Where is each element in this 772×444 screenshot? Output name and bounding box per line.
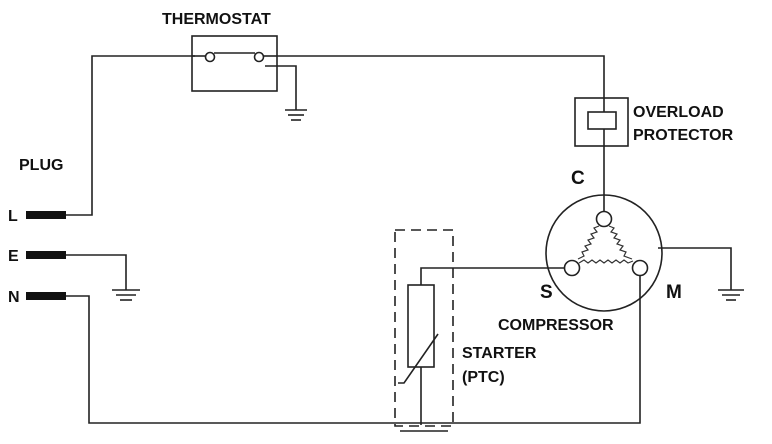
ptc-thermistor-body [407, 284, 435, 368]
thermostat-ground [265, 65, 307, 121]
label-s: S [540, 282, 553, 303]
compressor [545, 194, 663, 312]
winding-main [608, 225, 633, 260]
overload-protector-box [574, 97, 629, 147]
terminal-c [595, 210, 613, 228]
winding-start [577, 225, 600, 260]
terminal-s [563, 259, 581, 277]
label-m: M [666, 282, 682, 303]
compressor-housing [545, 194, 663, 312]
earth-ground [66, 254, 140, 301]
starter-dashed-box [394, 229, 454, 427]
wire-thermostat-to-overload [277, 55, 605, 98]
overload-protector-element [587, 111, 617, 130]
plug [26, 211, 66, 300]
starter-ptc [394, 229, 454, 427]
terminal-m [631, 259, 649, 277]
plug-pin-l [26, 211, 66, 219]
label-thermostat: THERMOSTAT [162, 11, 271, 28]
label-e: E [8, 248, 19, 265]
thermostat-contact-right [253, 51, 265, 63]
wire-live [66, 55, 195, 216]
label-n: N [8, 289, 20, 306]
label-plug: PLUG [19, 157, 63, 174]
thermostat-box [191, 35, 278, 92]
plug-pin-n [26, 292, 66, 300]
ptc-thermistor-arrow [398, 333, 439, 384]
label-overload-1: OVERLOAD [633, 104, 724, 121]
wire-s-to-starter [420, 267, 564, 285]
plug-pin-e [26, 251, 66, 259]
label-l: L [8, 208, 18, 225]
thermostat [191, 35, 278, 92]
label-starter-1: STARTER [462, 345, 537, 362]
compressor-ground [658, 247, 744, 301]
label-overload-2: PROTECTOR [633, 127, 734, 144]
label-c: C [571, 168, 585, 189]
thermostat-contact-left [204, 51, 216, 63]
label-starter-2: (PTC) [462, 369, 505, 386]
overload-protector [574, 97, 629, 147]
label-compressor: COMPRESSOR [498, 317, 614, 334]
winding-common-link [578, 259, 634, 264]
wire-neutral [66, 276, 641, 424]
